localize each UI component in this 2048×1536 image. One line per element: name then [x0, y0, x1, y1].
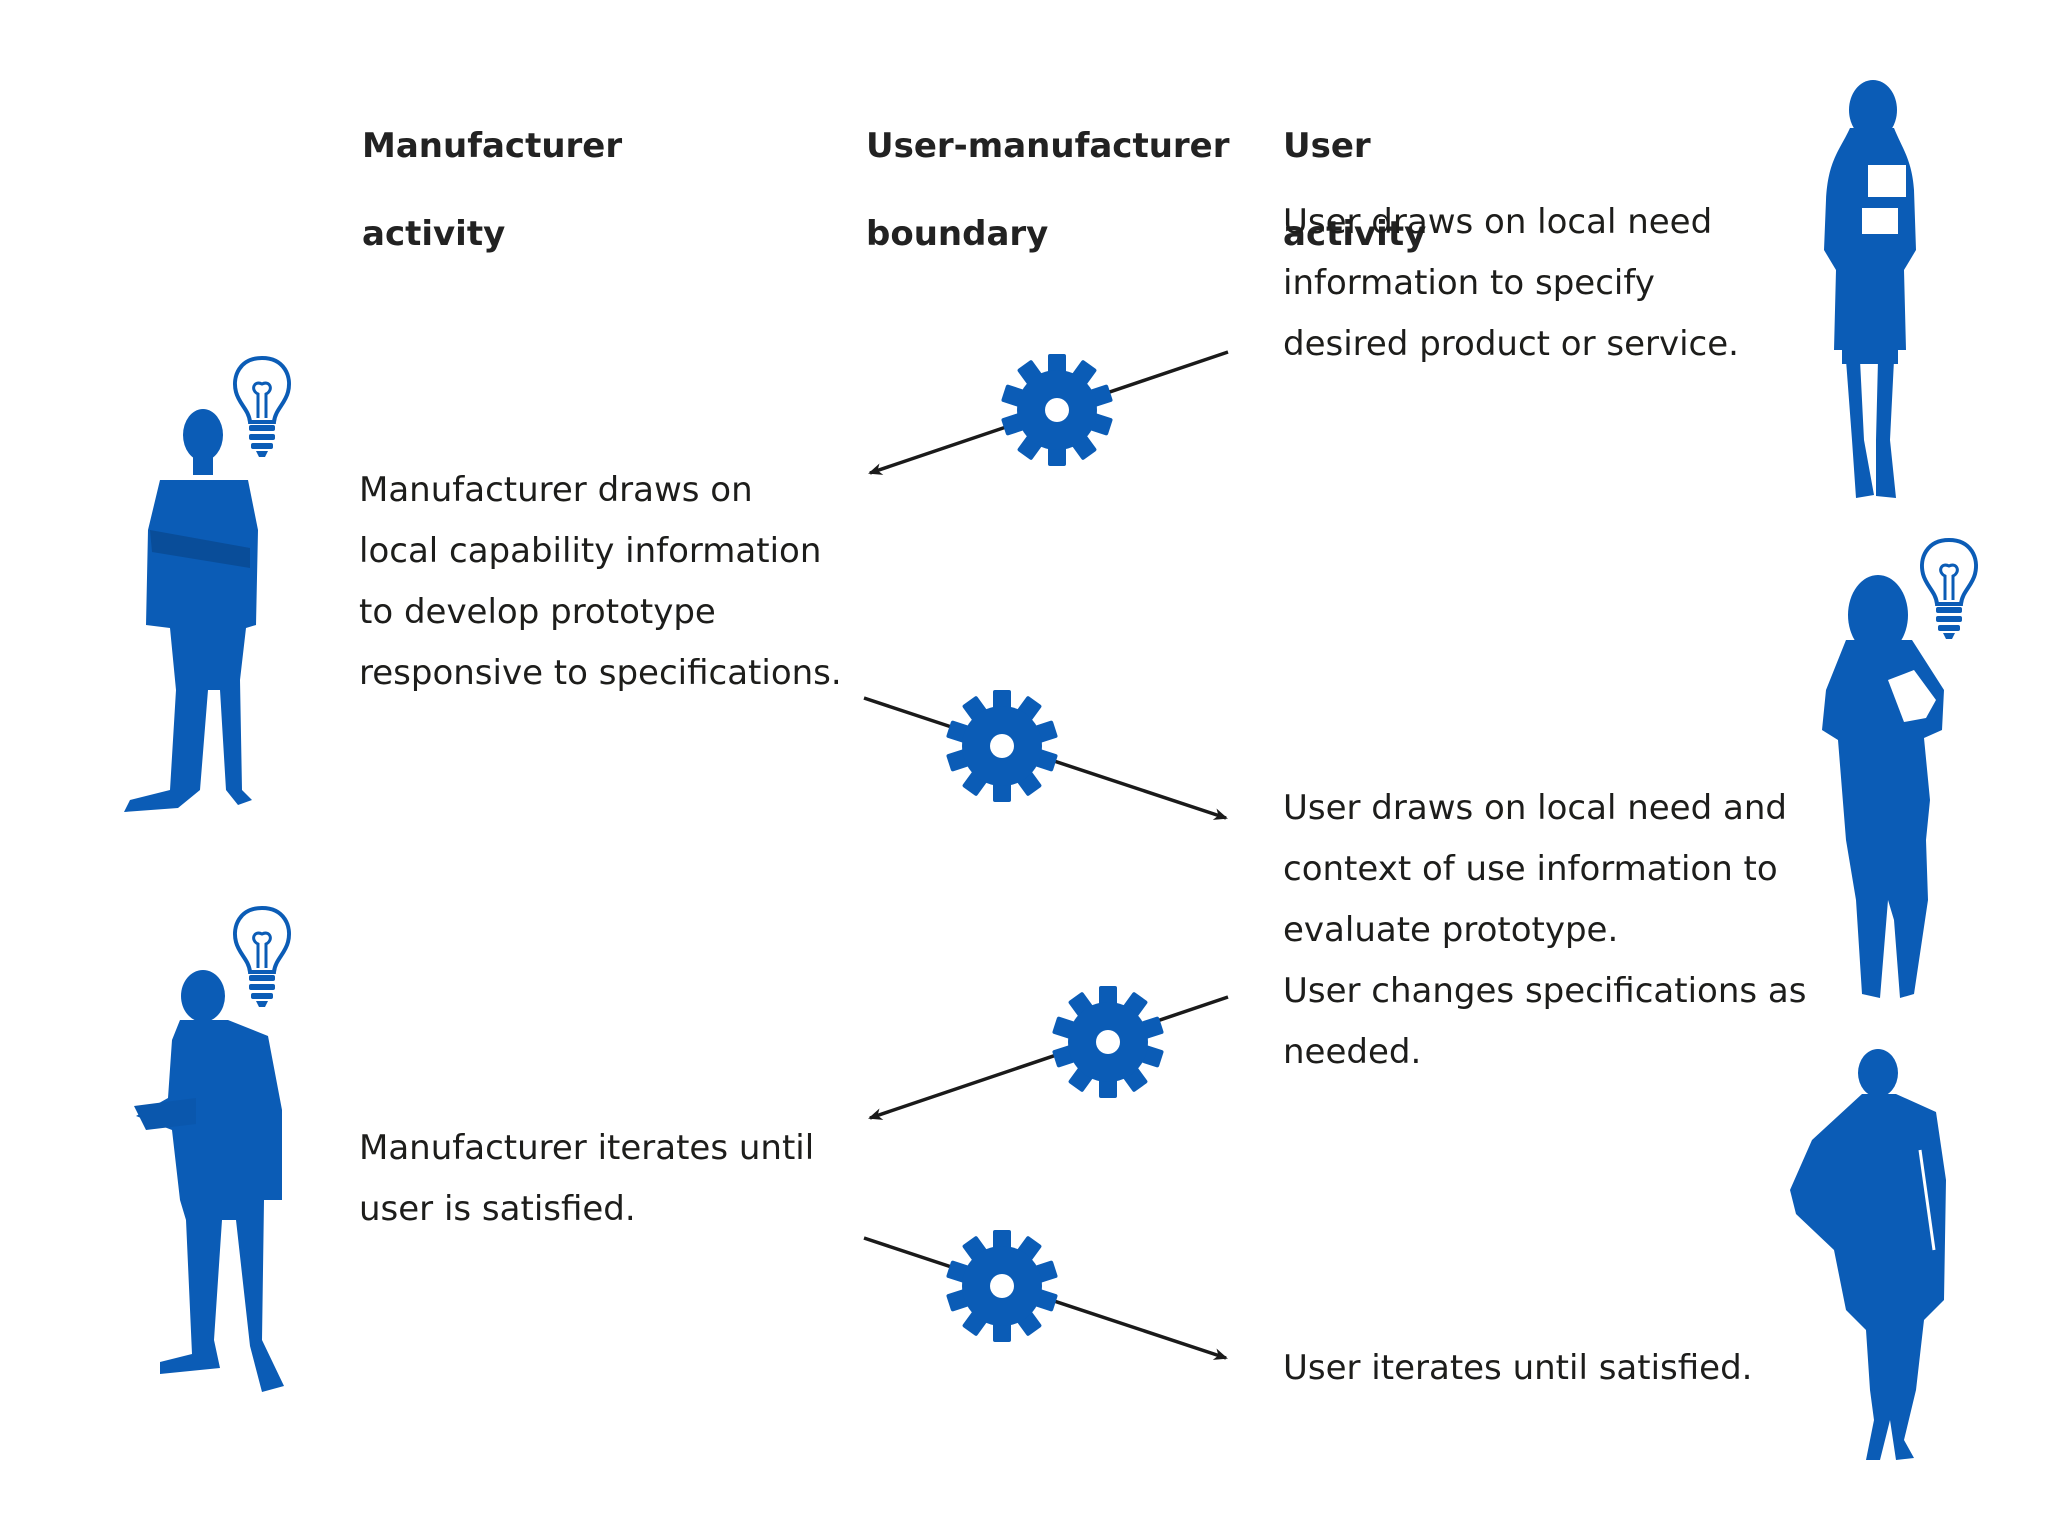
exchange-1 [868, 350, 1229, 475]
step-user-iterate: User iterates until satisfied. [1283, 1348, 1753, 1388]
gear-icon [945, 690, 1059, 802]
step-user-evaluate: User draws on local need and context of … [1283, 788, 1807, 1072]
lightbulb-icon [233, 906, 291, 1009]
step-user-specify: User draws on local need information to … [1283, 202, 1739, 364]
arrow-left [868, 995, 1229, 1120]
businessman-silhouette [124, 409, 258, 812]
gear-icon [1000, 354, 1114, 466]
exchange-3 [868, 986, 1229, 1120]
businesswoman-silhouette [1822, 575, 1944, 998]
exchange-4 [863, 1230, 1228, 1360]
gear-icon [1051, 986, 1165, 1098]
lightbulb-icon [1920, 538, 1978, 641]
boundary-header: User-manufacturer boundary [866, 126, 1230, 254]
exchange-2 [863, 690, 1228, 820]
businesswoman-silhouette [1824, 80, 1916, 498]
step-manufacturer-iterate: Manufacturer iterates until user is sati… [359, 1128, 815, 1229]
step-manufacturer-prototype: Manufacturer draws on local capability i… [359, 470, 842, 693]
user-activity-header: User activity [1283, 126, 1427, 254]
businesswoman-silhouette [1790, 1049, 1946, 1460]
manufacturer-activity-header: Manufacturer activity [362, 126, 623, 254]
lightbulb-icon [233, 356, 291, 459]
businessman-silhouette [134, 970, 284, 1392]
gear-icon [945, 1230, 1059, 1342]
